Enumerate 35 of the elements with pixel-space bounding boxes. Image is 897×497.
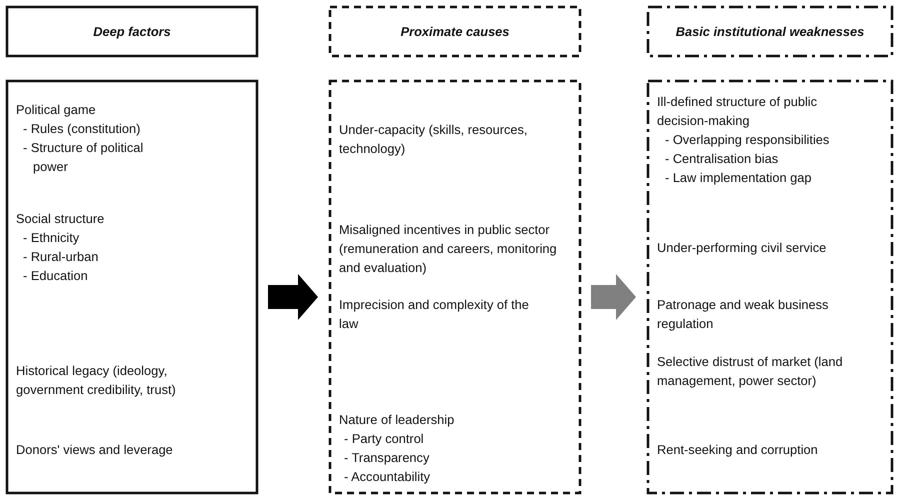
factor-text: - Education	[23, 267, 89, 285]
content-box	[647, 80, 893, 494]
factor-text: - Accountability	[344, 468, 432, 486]
header-box	[647, 6, 893, 57]
column-heading: Proximate causes	[400, 23, 510, 41]
factor-text: - Ethnicity	[23, 229, 80, 247]
block-arrow	[268, 274, 318, 320]
column-heading: Deep factors	[92, 23, 172, 41]
factor-text: Patronage and weak business regulation	[657, 296, 830, 333]
column-heading: Basic institutional weaknesses	[674, 23, 866, 41]
factor-text: Rent-seeking and corruption	[657, 441, 819, 459]
factor-text: Under-capacity (skills, resources, technology)	[339, 121, 528, 158]
factor-text: Social structure	[16, 210, 106, 228]
factor-text: Donors' views and leverage	[16, 441, 174, 459]
header-box	[329, 6, 581, 57]
factor-text: Misaligned incentives in public sector (remuneration and careers, monitoring and evaluation)	[339, 221, 558, 277]
block-arrow	[591, 274, 636, 320]
factor-text: Historical legacy (ideology, government credibility, trust)	[16, 362, 177, 399]
factor-text: - Party control	[344, 430, 425, 448]
factor-text: Nature of leadership	[339, 411, 456, 429]
factor-text: - Centralisation bias	[665, 150, 780, 168]
content-box	[6, 80, 258, 494]
factor-text: - Law implementation gap	[665, 169, 813, 187]
factor-text: Imprecision and complexity of the law	[339, 296, 530, 333]
factor-text: Selective distrust of market (land management, power sector)	[657, 353, 844, 390]
header-box	[6, 6, 258, 57]
factor-text: - Rules (constitution)	[23, 120, 142, 138]
factor-text: - Structure of political power	[23, 139, 144, 176]
factor-text: - Transparency	[344, 449, 430, 467]
factor-text: Ill-defined structure of public decision-making	[657, 93, 818, 130]
factor-text: - Overlapping responsibilities	[665, 131, 830, 149]
content-box	[329, 80, 581, 494]
factor-text: - Rural-urban	[23, 248, 100, 266]
factor-text: Under-performing civil service	[657, 239, 828, 257]
factor-text: Political game	[16, 101, 97, 119]
